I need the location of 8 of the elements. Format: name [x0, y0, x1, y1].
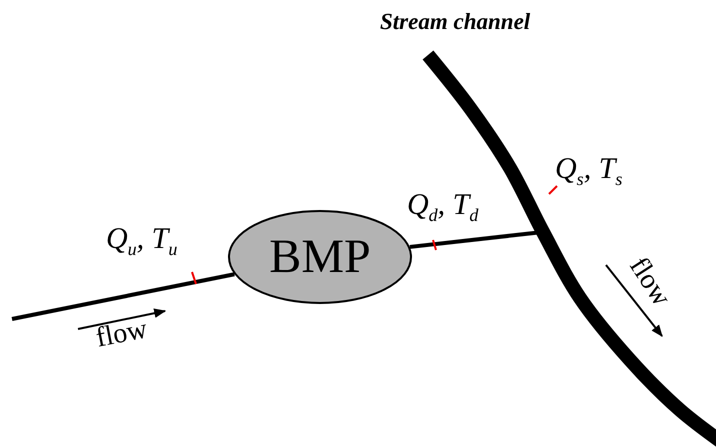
- node-label: BMP: [269, 233, 371, 281]
- variable-label: Q$_{u}$, T$_{u}$: [106, 224, 178, 258]
- flow-label: flow: [624, 252, 676, 312]
- variable-label: Q$_{d}$, T$_{d}$: [407, 190, 478, 224]
- connector-line: [12, 272, 235, 321]
- channel-heading: Stream channel: [380, 10, 530, 33]
- flow-label: flow: [94, 315, 150, 353]
- variable-label: Q$_{s}$, T$_{s}$: [555, 154, 622, 188]
